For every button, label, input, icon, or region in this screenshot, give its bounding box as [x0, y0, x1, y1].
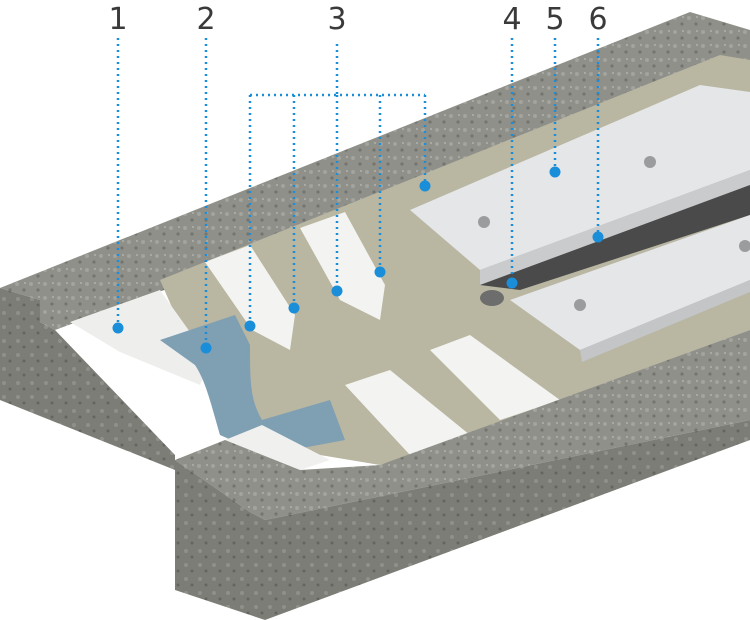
screw-icon — [739, 240, 750, 252]
joint-profile — [480, 185, 750, 290]
label-2: 2 — [196, 2, 216, 37]
leader-dots — [112, 166, 604, 354]
screw-icon — [478, 216, 490, 228]
label-5: 5 — [545, 2, 565, 37]
fleece-strip-front — [225, 425, 330, 470]
label-3: 3 — [327, 2, 347, 37]
cover-plate-back-edge — [480, 170, 750, 285]
backer-rod — [480, 290, 504, 306]
fleece-strip — [430, 335, 560, 420]
front-concrete-face — [175, 460, 265, 620]
fleece-strip — [205, 245, 295, 350]
fleece-strip — [300, 212, 385, 320]
front-concrete-side — [265, 420, 750, 620]
leader-lines — [116, 38, 600, 348]
cover-plate-front-edge — [580, 280, 750, 362]
fleece-strip — [345, 370, 470, 455]
cover-plate-front — [510, 215, 750, 350]
label-6: 6 — [588, 2, 608, 37]
back-concrete-front — [0, 288, 175, 470]
screw-icon — [574, 299, 586, 311]
fleece-pad — [70, 290, 210, 385]
back-concrete-top — [0, 12, 750, 330]
front-concrete-top — [175, 330, 750, 520]
label-4: 4 — [502, 2, 522, 37]
label-1: 1 — [108, 2, 128, 37]
cover-plate-back — [410, 85, 750, 270]
screw-icon — [644, 156, 656, 168]
